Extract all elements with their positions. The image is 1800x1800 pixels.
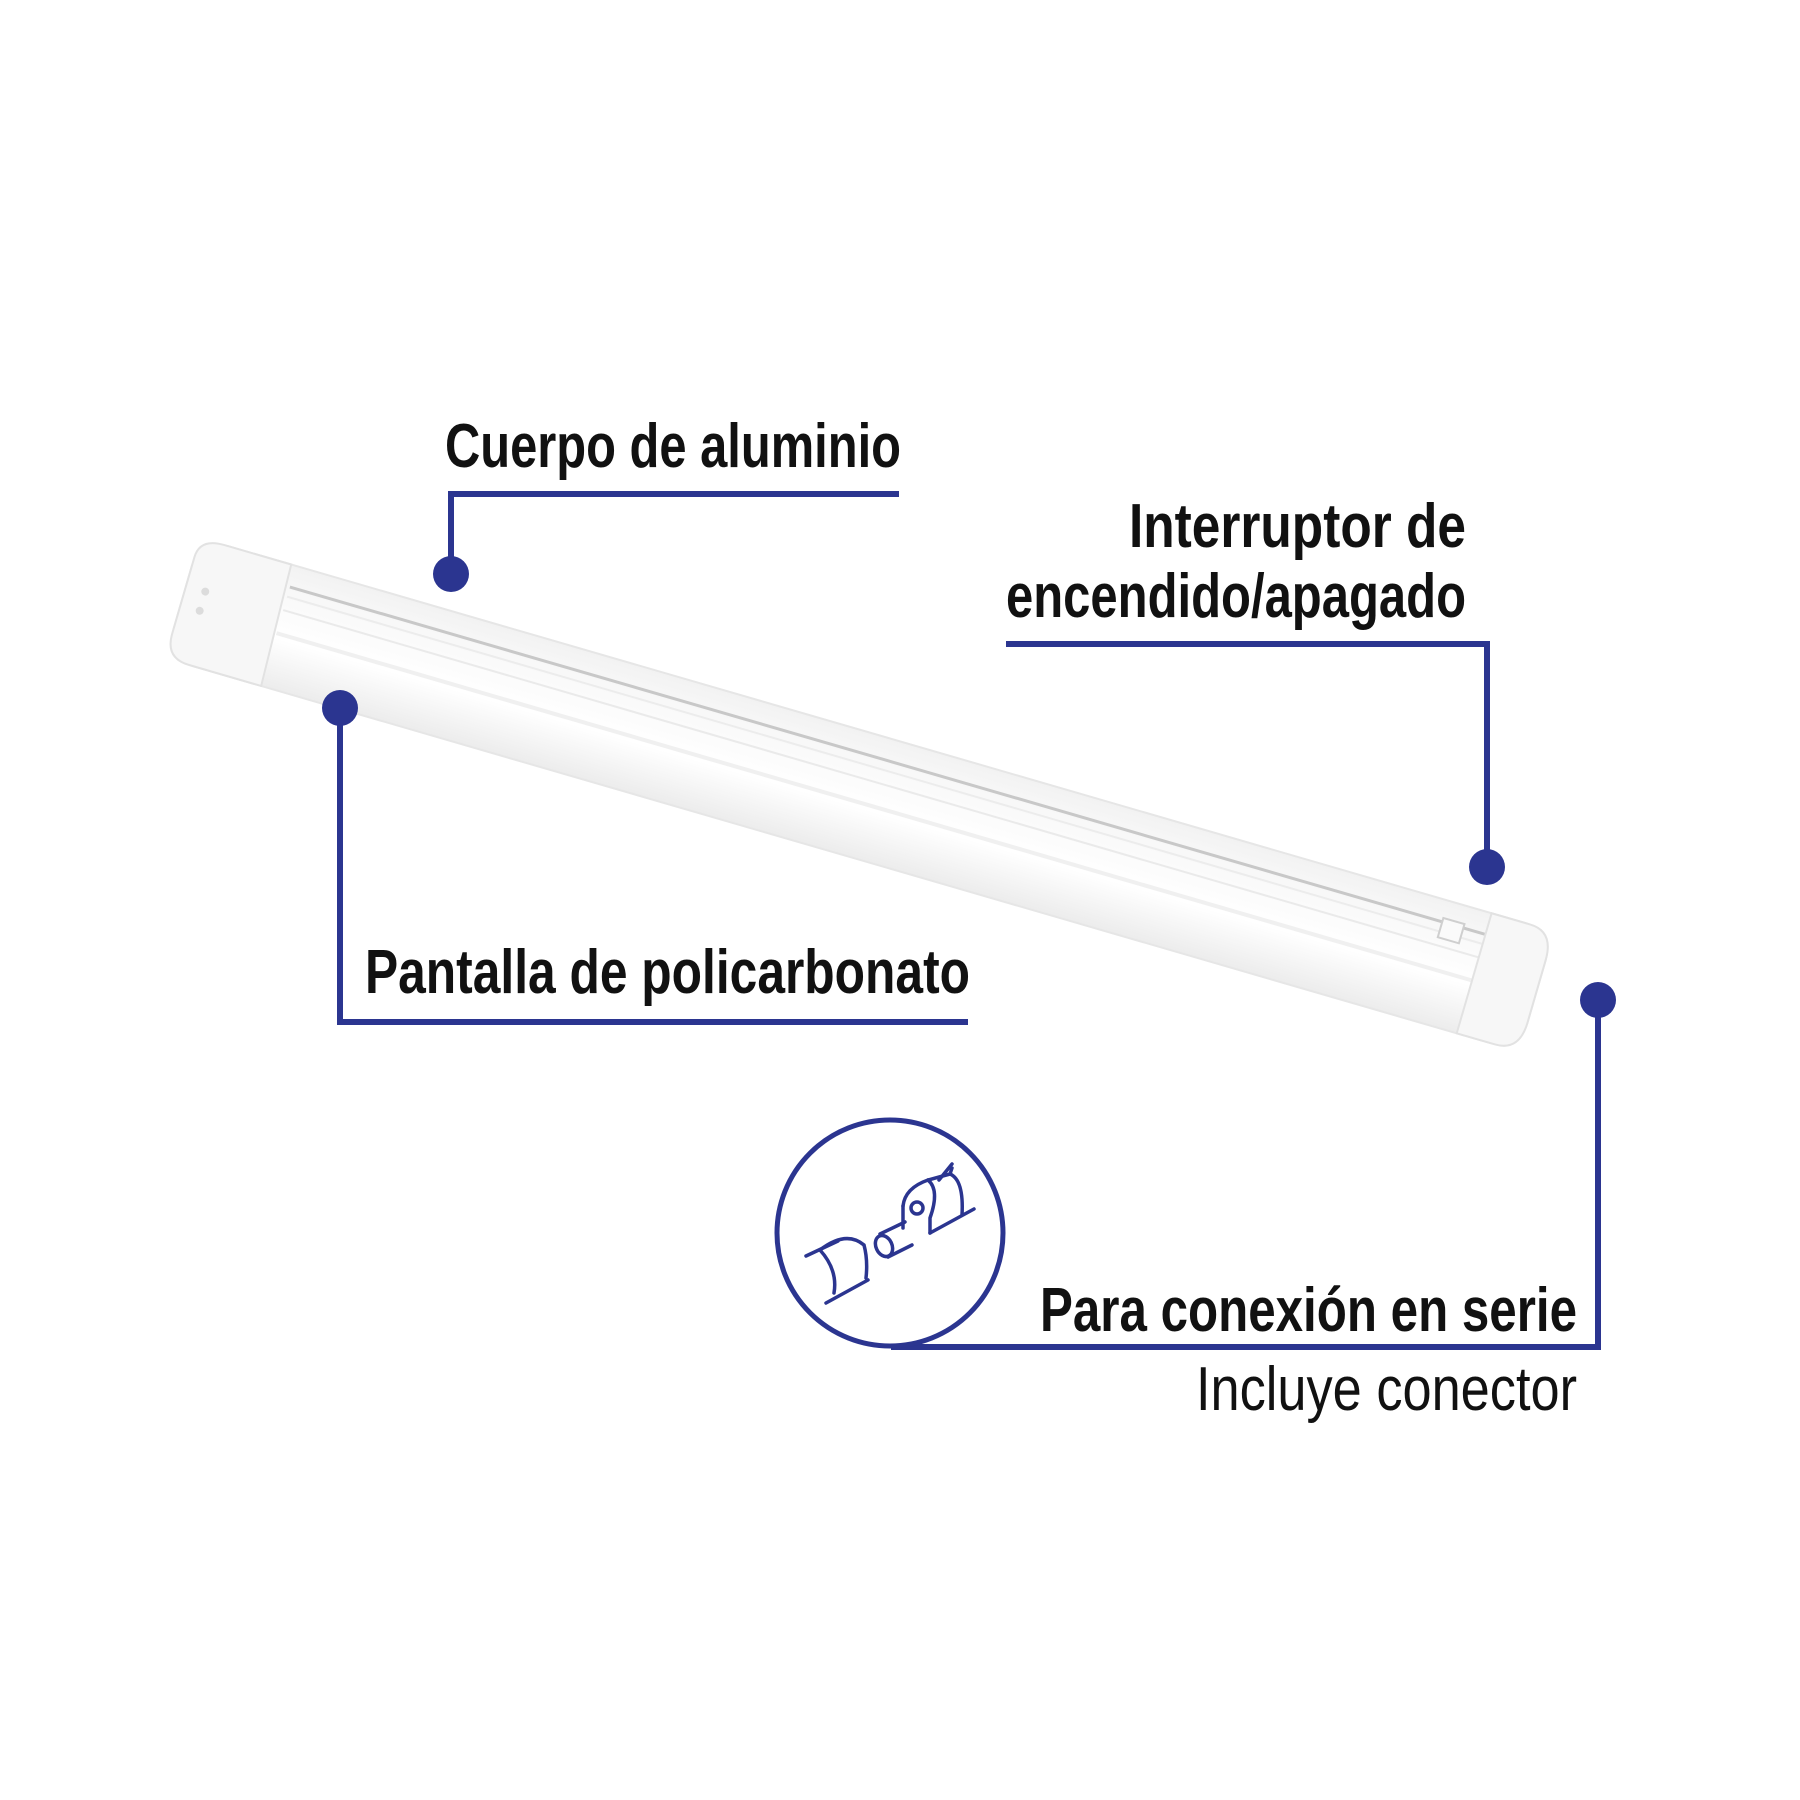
callout-dot <box>433 556 469 592</box>
series-label: Para conexión en serie <box>1040 1276 1577 1345</box>
body-label: Cuerpo de aluminio <box>445 412 901 481</box>
led-tube <box>169 542 1549 1047</box>
callout-dot <box>1469 849 1505 885</box>
callout-dot <box>1580 982 1616 1018</box>
right-end-cap <box>1455 912 1549 1047</box>
callout-dot <box>322 690 358 726</box>
left-end-cap <box>169 542 293 688</box>
callout-switch-line <box>1006 641 1490 867</box>
callout-diffuser-line <box>337 708 968 1025</box>
power-switch <box>1436 916 1466 945</box>
callout-series-line <box>891 1000 1601 1350</box>
diffuser-label: Pantalla de policarbonato <box>365 938 970 1007</box>
series-sublabel: Incluye conector <box>1196 1355 1577 1424</box>
connector-icon <box>774 1117 1006 1349</box>
switch-label-line1: Interruptor de <box>1129 492 1466 561</box>
switch-label-line2: encendido/apagado <box>1006 562 1466 631</box>
callout-body <box>448 491 899 574</box>
